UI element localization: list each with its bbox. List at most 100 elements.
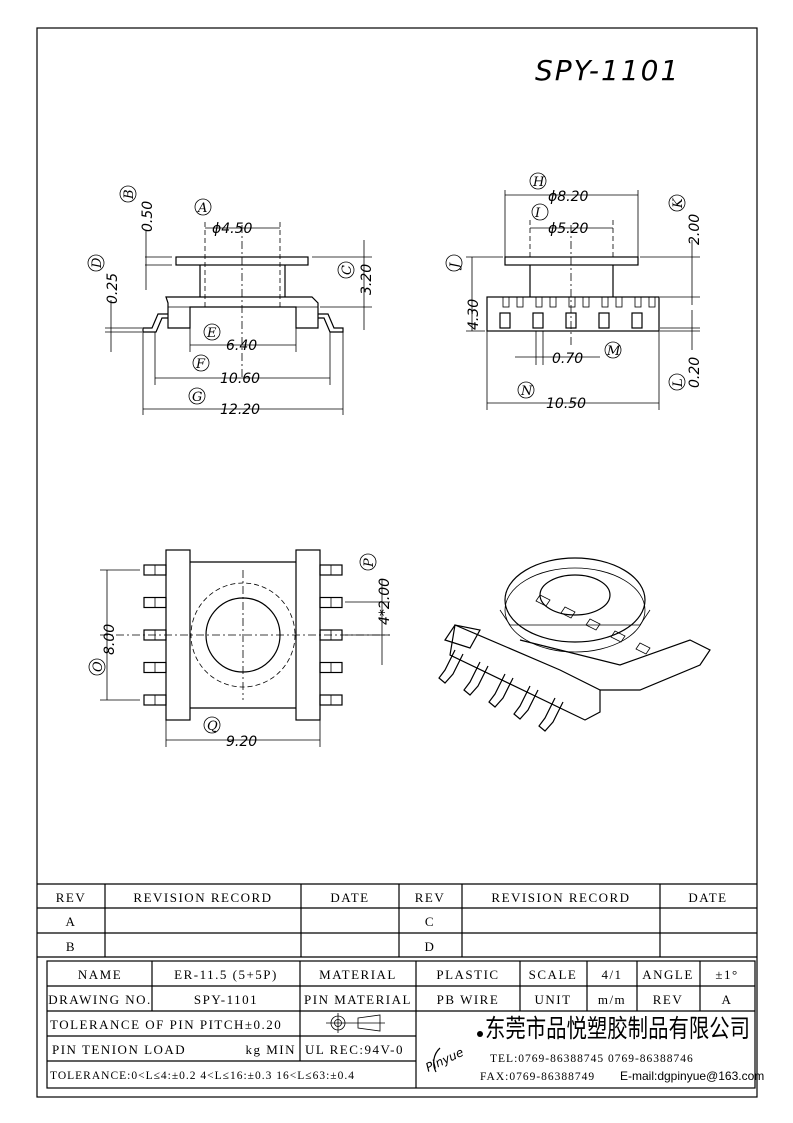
revision-record-header: REVISION RECORD — [133, 890, 272, 905]
iso-pin-back — [635, 642, 651, 655]
pin-tension-label: PIN TENION LOAD — [52, 1042, 186, 1057]
material-label: MATERIAL — [319, 967, 397, 982]
rev-value: A — [722, 992, 733, 1007]
dim-n: 10.50 — [546, 396, 586, 412]
tolerance: TOLERANCE:0<L≤4:±0.2 4<L≤16:±0.3 16<L≤63… — [50, 1070, 355, 1082]
pin-slot — [568, 296, 576, 308]
dim-j: 4.30 — [466, 299, 482, 330]
top-view: 8.00 O 4*2.00 P 9.20 Q — [88, 549, 393, 750]
rev-b: B — [66, 939, 76, 954]
dim-b: 0.50 — [140, 201, 156, 232]
right-pin — [318, 313, 344, 333]
isometric-view — [438, 557, 711, 732]
pin-material-value: PB WIRE — [437, 992, 500, 1007]
company-email: E-mail:dgpinyue@163.com — [620, 1069, 764, 1083]
dim-p: 4*2.00 — [377, 578, 393, 625]
label-h: H — [532, 175, 545, 190]
label-m: M — [606, 344, 621, 359]
pin-slot — [634, 296, 642, 308]
iso-pin-back — [610, 630, 626, 643]
pin-tension-unit: kg MIN — [245, 1042, 296, 1057]
label-k: K — [671, 197, 686, 209]
dim-q: 9.20 — [226, 734, 257, 750]
label-j: J — [448, 262, 463, 271]
iso-pin-back — [585, 618, 601, 631]
label-q: Q — [207, 719, 218, 734]
dim-c: 3.20 — [359, 264, 375, 295]
pin — [532, 312, 544, 329]
dim-k: 2.00 — [687, 214, 703, 245]
scale-value: 4/1 — [601, 967, 622, 982]
label-n: N — [520, 384, 533, 399]
logo-text: Pinyue — [423, 1045, 465, 1075]
title-block: NAME ER-11.5 (5+5P) MATERIAL PLASTIC SCA… — [46, 960, 764, 1089]
date-header: DATE — [330, 890, 369, 905]
revision-record-header-2: REVISION RECORD — [491, 890, 630, 905]
company-name: 东莞市品悦塑胶制品有限公司 — [485, 1014, 750, 1043]
dim-f: 10.60 — [220, 371, 260, 387]
projection-symbol-icon — [326, 1013, 385, 1033]
pin-slot — [601, 296, 609, 308]
label-b: B — [122, 189, 137, 200]
left-pin — [142, 313, 168, 333]
material-value: PLASTIC — [436, 967, 499, 982]
label-o: O — [91, 661, 106, 672]
scale-label: SCALE — [529, 967, 578, 982]
label-a: A — [197, 201, 207, 216]
dim-a: ϕ4.50 — [212, 221, 253, 237]
name-value: ER-11.5 (5+5P) — [174, 967, 278, 982]
dim-o: 8.00 — [102, 624, 118, 655]
dim-m: 0.70 — [552, 351, 583, 367]
revision-table: REV REVISION RECORD DATE REV REVISION RE… — [37, 883, 757, 958]
unit-value: m/m — [598, 992, 626, 1007]
front-view: ϕ8.20 H ϕ5.20 I 4.30 J 2.00 K 0.20 L 0.7… — [445, 172, 703, 412]
rev-header: REV — [56, 890, 87, 905]
pin — [565, 312, 577, 329]
label-d: D — [90, 257, 105, 269]
dim-e: 6.40 — [226, 338, 257, 354]
drawing-title: SPY-1101 — [535, 54, 680, 87]
iso-pin-back — [535, 594, 551, 607]
label-p: P — [362, 558, 377, 568]
label-e: E — [206, 326, 217, 341]
drawing-frame — [36, 27, 758, 1098]
base-body — [486, 296, 660, 332]
dim-g: 12.20 — [220, 402, 260, 418]
date-header-2: DATE — [688, 890, 727, 905]
pin — [631, 312, 643, 329]
label-c: C — [340, 265, 355, 275]
pin — [499, 312, 511, 329]
label-f: F — [195, 357, 206, 372]
pin-slot — [615, 296, 623, 308]
dim-i: ϕ5.20 — [548, 221, 589, 237]
rev-label: REV — [653, 992, 684, 1007]
dim-d: 0.25 — [105, 273, 121, 304]
rev-a: A — [66, 914, 77, 929]
dim-l: 0.20 — [687, 357, 703, 388]
iso-pin — [463, 661, 489, 696]
label-l: L — [671, 378, 686, 388]
dim-h: ϕ8.20 — [548, 189, 589, 205]
ul-rec: UL REC:94V-0 — [305, 1042, 404, 1057]
pin-slot — [535, 296, 543, 308]
angle-label: ANGLE — [642, 967, 694, 982]
drawing-no-value: SPY-1101 — [194, 992, 258, 1007]
pin-slot — [582, 296, 590, 308]
label-i: I — [534, 206, 541, 221]
iso-pin — [538, 697, 564, 732]
unit-label: UNIT — [534, 992, 571, 1007]
iso-pin-back — [560, 606, 576, 619]
pin-slot — [516, 296, 524, 308]
pin-pitch-tolerance: TOLERANCE OF PIN PITCH±0.20 — [50, 1017, 282, 1032]
pin-slot — [549, 296, 557, 308]
pinyue-logo: Pinyue — [423, 1031, 483, 1075]
company-tel: TEL:0769-86388745 0769-86388746 — [490, 1053, 694, 1065]
iso-pin — [513, 685, 539, 720]
drawing-no-label: DRAWING NO. — [48, 992, 152, 1007]
pin-slot — [648, 296, 656, 308]
pin-material-label: PIN MATERIAL — [304, 992, 412, 1007]
label-g: G — [192, 390, 202, 405]
rev-d: D — [425, 939, 436, 954]
angle-value: ±1° — [715, 967, 738, 982]
